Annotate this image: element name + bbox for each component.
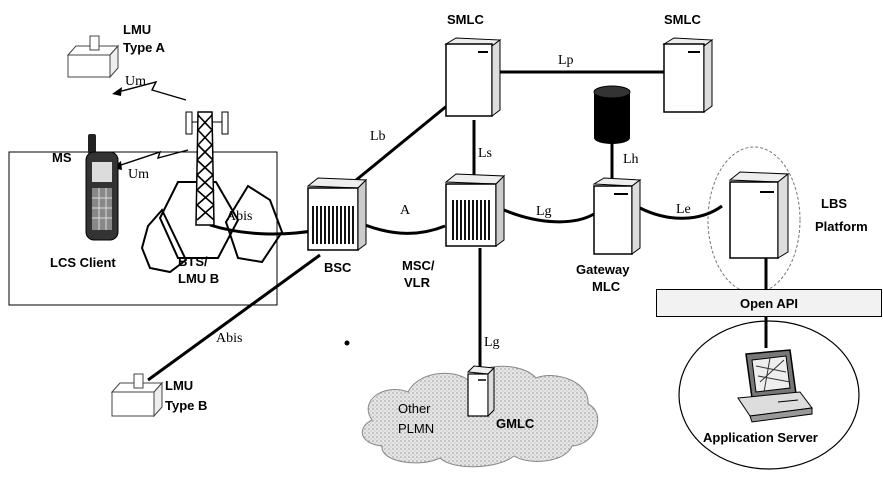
database-icon xyxy=(593,85,631,144)
application-server-icon xyxy=(737,349,813,423)
interface-ls: Ls xyxy=(478,146,492,161)
gmlc-label: GMLC xyxy=(496,416,535,431)
interface-um-top: Um xyxy=(125,74,146,89)
gateway-mlc-server-icon xyxy=(592,177,642,255)
bts-tower xyxy=(140,111,284,274)
link-bsc-lmub xyxy=(147,253,321,382)
link-bsc-msc xyxy=(364,223,446,235)
um-radio-top xyxy=(117,80,187,101)
interface-um-ms: Um xyxy=(128,167,149,182)
link-msc-gateway xyxy=(503,208,595,224)
interface-lp: Lp xyxy=(558,53,574,68)
interface-lh: Lh xyxy=(623,152,639,167)
interface-lg-gmlc: Lg xyxy=(484,335,500,350)
lmu-type-a-label: LMU xyxy=(123,22,151,37)
open-api-label: Open API xyxy=(739,295,799,311)
link-gateway-lbs xyxy=(639,204,723,220)
open-api-box: Open API xyxy=(656,289,882,317)
interface-lb: Lb xyxy=(370,129,386,144)
platform-label: Platform xyxy=(815,219,868,234)
smlc-label-2: SMLC xyxy=(664,12,701,27)
mobile-phone-icon xyxy=(85,134,119,241)
ms-label: MS xyxy=(52,150,72,165)
lmu-type-b-label: LMU xyxy=(165,378,193,393)
interface-le: Le xyxy=(676,202,691,217)
lmu-type-b-icon xyxy=(110,373,164,418)
links xyxy=(147,70,768,382)
um-radio-ms xyxy=(117,149,189,167)
link-bsc-smlc xyxy=(349,103,449,187)
smlc-server-icon-2 xyxy=(662,37,714,113)
lbs-platform-ellipse xyxy=(707,146,801,294)
stray-dot xyxy=(344,340,350,346)
ms-area-frame xyxy=(8,151,278,306)
lbs-label: LBS xyxy=(821,196,847,211)
lcs-client-label: LCS Client xyxy=(50,255,116,270)
lbs-platform-server-icon xyxy=(728,171,790,259)
bsc-rack-icon xyxy=(306,177,368,251)
interface-abis-bottom: Abis xyxy=(216,331,242,346)
lmu-b-label: LMU B xyxy=(178,271,219,286)
mlc-label: MLC xyxy=(592,279,621,294)
smlc-label: SMLC xyxy=(447,12,484,27)
interface-abis-top: Abis xyxy=(226,209,252,224)
gateway-label: Gateway xyxy=(576,262,630,277)
lmu-type-a-icon xyxy=(66,35,120,79)
smlc-server-icon xyxy=(444,37,502,117)
msc-label: MSC/ xyxy=(402,258,435,273)
interface-a: A xyxy=(400,203,411,218)
app-server-ellipse xyxy=(678,320,860,470)
bsc-label: BSC xyxy=(324,260,352,275)
gmlc-server-icon xyxy=(466,365,496,418)
interface-lg-gateway: Lg xyxy=(536,204,552,219)
lmu-type-b-type: Type B xyxy=(165,398,207,413)
radio-links xyxy=(112,80,189,170)
msc-rack-icon xyxy=(444,173,506,247)
link-bts-bsc xyxy=(209,223,319,236)
other-plmn-label-2: PLMN xyxy=(398,421,434,436)
vlr-label: VLR xyxy=(404,275,431,290)
bts-label: BTS/ xyxy=(178,254,208,269)
lmu-type-a-type: Type A xyxy=(123,40,166,55)
application-server-label: Application Server xyxy=(703,430,818,445)
other-plmn-label-1: Other xyxy=(398,401,431,416)
